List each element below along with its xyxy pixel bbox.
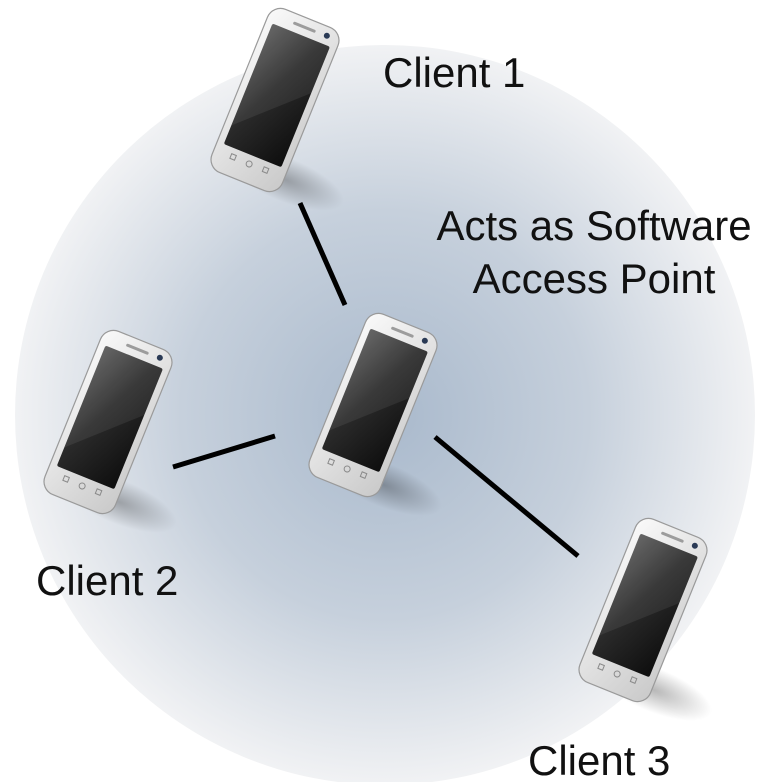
- client-2-label: Client 2: [36, 557, 179, 604]
- link-line-client-1: [297, 201, 348, 307]
- client-3-label: Client 3: [528, 737, 671, 784]
- access-point-label: Acts as Software Access Point: [408, 200, 780, 305]
- access-point-label-line-1: Acts as Software: [436, 202, 752, 249]
- access-point-label-line-2: Access Point: [472, 254, 716, 302]
- client-1-label: Client 1: [383, 49, 526, 96]
- link-line-client-2: [172, 433, 276, 470]
- link-line-client-3: [433, 435, 580, 558]
